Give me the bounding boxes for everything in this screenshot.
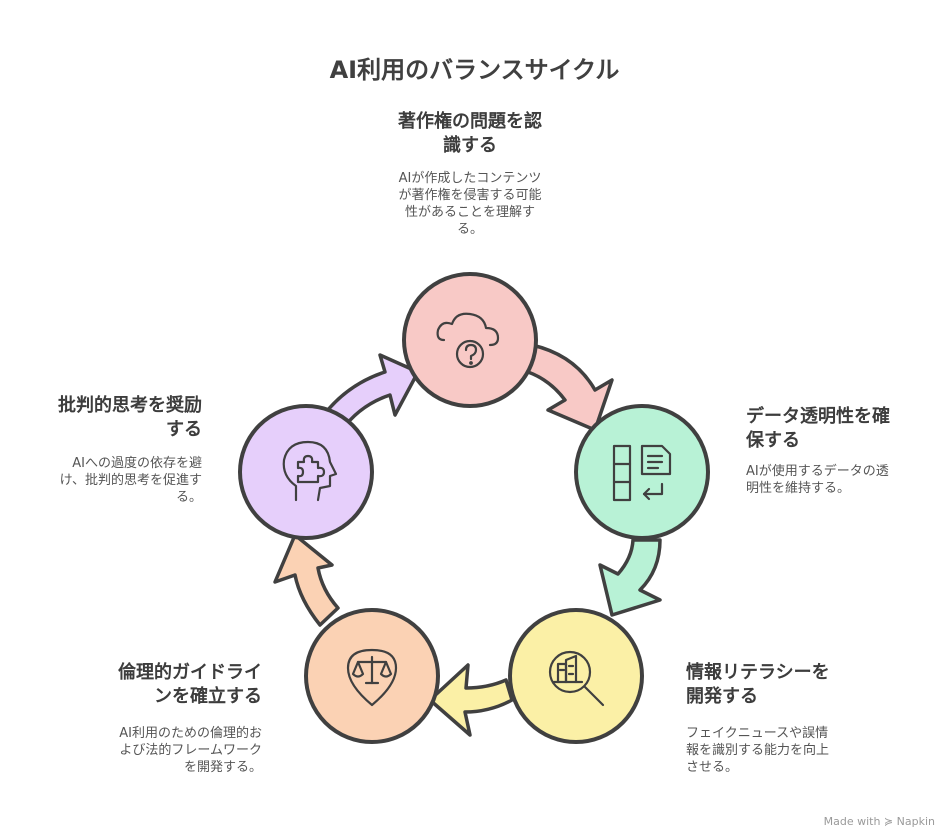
- step-desc-line: を開発する。: [183, 760, 262, 775]
- step-desc-line: が著作権を侵害する可能: [398, 188, 542, 203]
- step-desc-line: る。: [175, 490, 202, 505]
- step-title-line: ンを確立する: [154, 686, 262, 707]
- step-title-line: 保する: [746, 430, 800, 451]
- footer-credit: Made with ≽ Napkin: [823, 815, 935, 828]
- step-title-line: 著作権の問題を認: [398, 111, 542, 132]
- step-desc-transparency: AIが使用するデータの透 明性を維持する。: [746, 463, 936, 497]
- scale-pin-icon: [346, 648, 398, 707]
- arrow-segment-literacy: [428, 663, 514, 737]
- step-desc-line: AIが使用するデータの透: [746, 464, 889, 479]
- step-desc-line: 報を識別する能力を向上: [686, 743, 830, 758]
- step-desc-line: 性があることを理解す: [404, 205, 535, 220]
- step-desc-line: AIが作成したコンテンツ: [398, 171, 542, 186]
- step-desc-line: る。: [456, 222, 483, 237]
- diagram-title: AI利用のバランスサイクル: [329, 56, 620, 84]
- step-title-line: する: [166, 419, 202, 440]
- arrow-segment-ethics: [273, 533, 340, 627]
- step-title-transparency: データ透明性を確 保する: [746, 405, 936, 453]
- step-title-line: 倫理的ガイドライ: [118, 662, 262, 683]
- step-desc-literacy: フェイクニュースや誤情 報を識別する能力を向上 させる。: [686, 725, 886, 776]
- step-desc-ethics: AI利用のための倫理的お よび法的フレームワーク を開発する。: [62, 725, 262, 776]
- step-desc-line: フェイクニュースや誤情: [686, 726, 829, 741]
- step-desc-critical: AIへの過度の依存を避 け、批判的思考を促進す る。: [20, 455, 202, 506]
- step-title-line: 批判的思考を奨励: [58, 395, 202, 416]
- step-title-line: 開発する: [686, 686, 758, 707]
- document-layout-icon: [612, 444, 672, 502]
- step-desc-line: AI利用のための倫理的お: [119, 726, 262, 741]
- step-desc-line: AIへの過度の依存を避: [72, 456, 202, 471]
- step-desc-copyright: AIが作成したコンテンツ が著作権を侵害する可能 性があることを理解す る。: [370, 170, 570, 238]
- step-title-literacy: 情報リテラシーを 開発する: [686, 661, 886, 709]
- step-desc-line: 明性を維持する。: [746, 481, 851, 496]
- head-puzzle-icon: [282, 440, 338, 502]
- cloud-question-icon: [436, 312, 500, 369]
- step-title-critical: 批判的思考を奨励 する: [20, 394, 202, 442]
- arrow-segment-critical: [318, 353, 420, 432]
- search-building-icon: [548, 650, 605, 707]
- arrow-segment-copyright: [526, 343, 614, 432]
- arrow-segment-transparency: [598, 538, 662, 617]
- step-title-line: 情報リテラシーを: [686, 662, 830, 683]
- step-title-line: 識する: [443, 135, 497, 156]
- node-circle-critical: [238, 404, 374, 540]
- step-title-copyright: 著作権の問題を認 識する: [370, 110, 570, 158]
- step-title-line: データ透明性を確: [746, 406, 890, 427]
- step-desc-line: よび法的フレームワーク: [119, 743, 262, 758]
- step-desc-line: させる。: [686, 760, 739, 775]
- step-desc-line: け、批判的思考を促進す: [59, 473, 202, 488]
- step-title-ethics: 倫理的ガイドライ ンを確立する: [60, 661, 262, 709]
